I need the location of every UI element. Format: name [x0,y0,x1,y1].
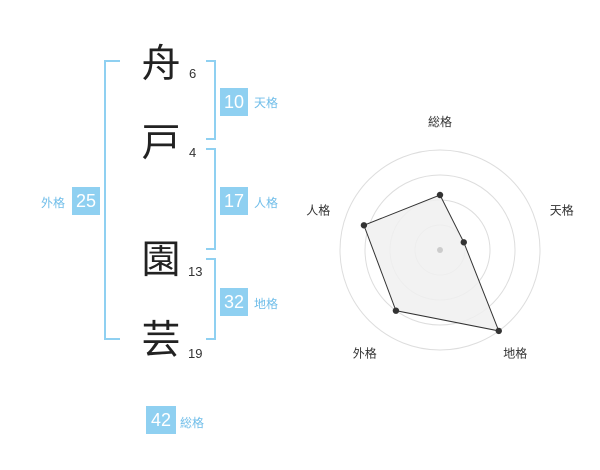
stroke-count-1: 6 [189,66,197,81]
stroke-count-2: 4 [189,145,197,160]
radar-axis-label-3: 地格 [503,346,527,361]
chikaku-label: 地格 [254,297,279,311]
radar-center-dot [437,247,443,253]
radar-point-1 [436,191,444,199]
name-char-1: 舟 [141,42,181,87]
radar-point-4 [392,307,400,314]
radar-axis-label-4: 外格 [353,346,377,361]
radar-ring-3 [364,174,516,326]
tenkaku-value-badge: 10 [220,88,248,116]
name-char-4: 芸 [141,318,181,363]
radar-polygon [363,194,500,332]
radar-point-2 [460,239,467,246]
radar-axis-label-5: 人格 [306,202,330,217]
stroke-count-4: 19 [188,346,203,361]
soukaku-label: 総格 [180,416,205,430]
radar-point-5 [360,222,368,229]
name-char-3: 園 [141,238,181,283]
stroke-count-3: 13 [188,264,203,279]
soukaku-value-badge: 42 [146,406,176,434]
name-char-2: 戸 [141,121,181,166]
tenkaku-label: 天格 [254,96,279,110]
chikaku-value-badge: 32 [220,288,248,316]
jinkaku-label: 人格 [254,196,279,210]
gaikaku-value-badge: 25 [72,187,100,215]
radar-axis-label-2: 天格 [550,202,574,217]
jinkaku-value-badge: 17 [220,187,248,215]
gaikaku-label: 外格 [41,196,66,210]
radar-ring-4 [339,149,541,351]
radar-point-3 [495,327,502,335]
radar-axis-label-1: 総格 [428,114,452,129]
